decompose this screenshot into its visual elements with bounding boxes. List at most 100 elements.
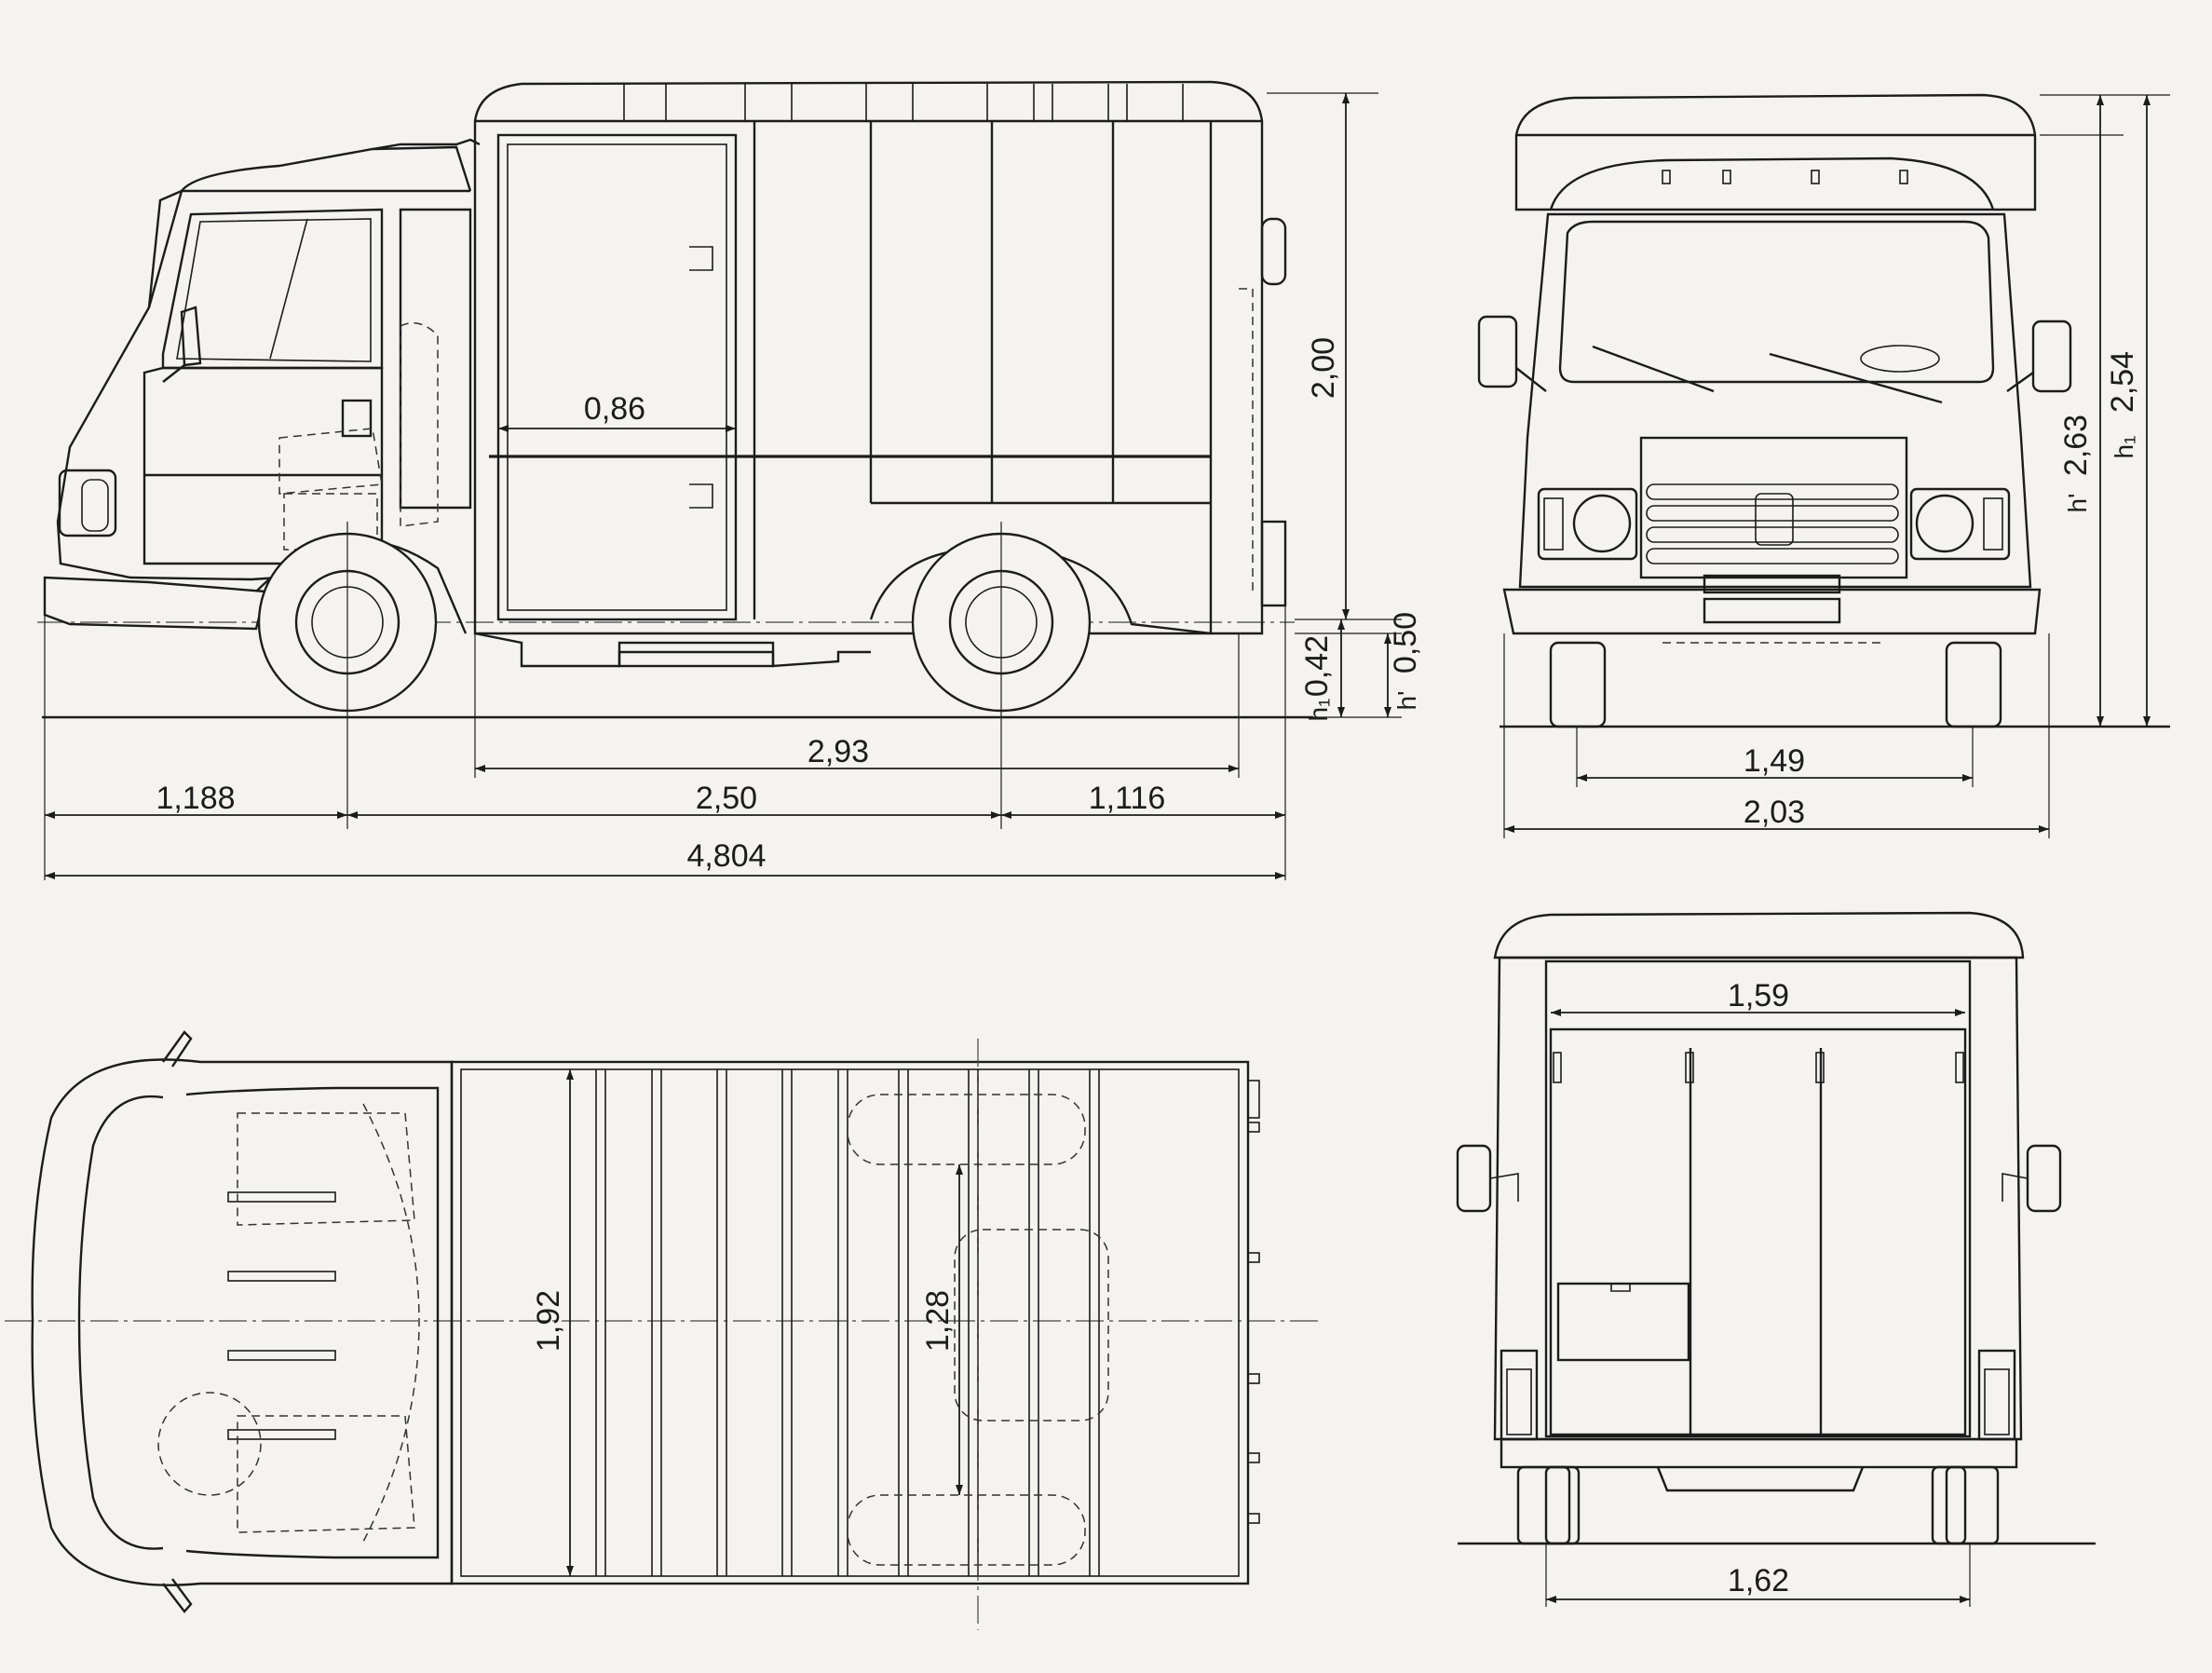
headlight-right — [1915, 494, 1975, 553]
top-windshield-line — [77, 1095, 164, 1550]
dim-between-wheel-arches: 1,28 — [920, 1290, 956, 1352]
steering-wheel-visible — [1860, 345, 1940, 373]
rear-mirror-right — [2026, 1144, 2062, 1213]
cab-roof-fairing — [372, 138, 481, 151]
dim-rear-track: 1,62 — [1728, 1563, 1789, 1598]
side-headlight — [58, 469, 117, 537]
dim-door-opening-width: 1,59 — [1728, 978, 1789, 1013]
top-cab-rear-curve-hidden — [362, 1103, 420, 1543]
dim-front-track: 1,49 — [1744, 743, 1805, 779]
dim-door-width: 0,86 — [584, 391, 645, 427]
rear-roof — [1493, 911, 2025, 959]
cab-rear-window — [399, 208, 472, 510]
headlight-right-bezel — [1909, 487, 2011, 561]
front-mirror-arm-right — [2006, 372, 2034, 392]
rear-mirror-arm-left — [1489, 1173, 1519, 1202]
cab-door-window — [161, 208, 384, 370]
door-handle — [341, 399, 373, 438]
dim-overall-length: 4,804 — [686, 838, 766, 874]
rear-hinges — [1553, 1052, 1964, 1083]
cab-box-hidden — [283, 493, 378, 551]
cab-upper-edge — [147, 189, 470, 308]
door-latch-upper — [689, 246, 713, 271]
cargo-side-door — [496, 133, 738, 621]
dim-floor-label-empty: h₁ — [1304, 698, 1333, 721]
window-divider — [269, 218, 308, 360]
cargo-vertical-panels — [753, 121, 1213, 633]
rear-plate-recess — [1656, 1466, 1865, 1492]
top-seat-left-hidden — [237, 1112, 415, 1226]
rear-view-wheel-left — [1516, 1465, 1571, 1545]
front-grille-panel — [1639, 436, 1908, 579]
rear-step-latch — [1610, 1284, 1631, 1292]
top-cargo-box-inner — [460, 1068, 1240, 1577]
front-view: 1,49 2,03 2,63 h' 2,54 h₁ — [1477, 93, 2170, 838]
top-wheel-arch-left-hidden — [847, 1094, 1086, 1165]
indicator-left — [1543, 497, 1564, 551]
front-mirror-right — [2031, 320, 2072, 393]
headlight-left-bezel — [1537, 487, 1638, 561]
dim-front-height-loaded: 2,54 — [2105, 351, 2140, 413]
cargo-roof-ribs — [623, 84, 1184, 121]
front-view-wheel-left — [1549, 641, 1607, 728]
windshield — [1558, 220, 1995, 384]
rear-door-opening — [1544, 959, 1972, 1438]
front-view-wheel-right — [1945, 641, 2002, 728]
dim-front-label-empty: h' — [2063, 494, 2092, 513]
wiper-right — [1769, 352, 1943, 404]
dim-rear-overhang: 1,116 — [1089, 781, 1166, 816]
dim-front-label-loaded: h₁ — [2110, 435, 2138, 458]
cab-seat-hidden — [400, 321, 439, 527]
dim-interior-width: 1,92 — [531, 1290, 566, 1352]
cab-front-profile — [56, 190, 280, 581]
rear-bumper — [1500, 1437, 2018, 1469]
top-wheel-arch-right-hidden — [847, 1494, 1086, 1566]
dim-floor-label-loaded: h' — [1392, 691, 1421, 711]
front-grille-bars — [1646, 483, 1899, 564]
top-seat-right-hidden — [237, 1415, 415, 1533]
side-step — [617, 641, 775, 668]
dim-front-height-empty: 2,63 — [2058, 415, 2094, 476]
top-cab-roof-panel — [185, 1086, 440, 1559]
side-mirror — [180, 306, 202, 367]
front-mirror-arm-left — [1515, 367, 1547, 392]
rear-frame-hidden — [1239, 288, 1254, 596]
rear-lamp — [1260, 520, 1287, 607]
rear-view-wheel-left-inner — [1544, 1465, 1581, 1545]
front-bumper-face — [1502, 588, 2042, 635]
headlight-left — [1572, 494, 1632, 553]
top-mirror-left — [162, 1030, 193, 1068]
rear-doors — [1549, 1027, 1967, 1436]
side-headlight-lens — [81, 479, 109, 532]
top-view: 1,92 1,28 — [5, 1030, 1323, 1630]
chassis-sill — [474, 632, 871, 668]
cab-roof — [181, 145, 472, 192]
rear-mirror-left — [1456, 1144, 1492, 1213]
top-cab-roof-slots — [227, 1191, 336, 1440]
rear-marker-light — [1260, 217, 1287, 286]
top-cargo-box — [450, 1060, 1250, 1585]
door-latch-lower — [689, 483, 713, 509]
rear-body — [1493, 956, 2023, 1441]
cab-door-window-inner — [176, 218, 372, 362]
wiper-left — [1592, 345, 1715, 393]
cargo-box-outline — [473, 80, 1264, 635]
dim-body-length: 2,93 — [807, 734, 869, 769]
rear-view-wheel-right-inner — [1931, 1465, 1967, 1545]
front-bumper — [43, 576, 267, 631]
lion-badge — [1755, 493, 1794, 546]
dim-floor-height-empty: 0,42 — [1299, 635, 1335, 697]
rear-view: 1,59 1,62 — [1456, 911, 2096, 1607]
cargo-side-door-inner — [507, 143, 727, 611]
top-steering-wheel-hidden — [157, 1392, 262, 1496]
rear-step-box — [1556, 1282, 1690, 1362]
side-extension-lines — [44, 92, 1402, 880]
cab-door — [142, 366, 384, 565]
front-plate — [1703, 597, 1841, 624]
rear-view-wheel-right — [1945, 1465, 2000, 1545]
front-box-top — [1514, 93, 2037, 211]
cab-seat-cushion-hidden — [278, 428, 383, 495]
top-spare-wheel-hidden — [954, 1229, 1109, 1421]
